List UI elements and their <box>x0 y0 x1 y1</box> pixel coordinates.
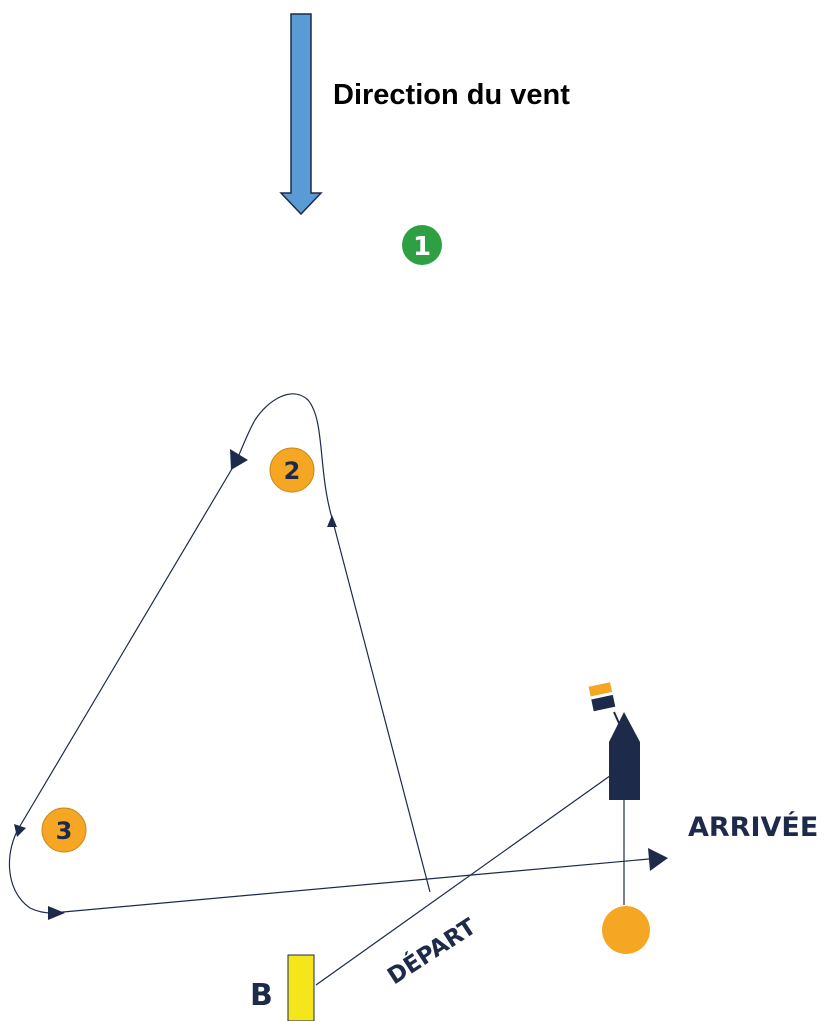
course-lines <box>8 393 661 986</box>
mark-3-rounding <box>8 825 53 914</box>
committee-flag <box>588 682 616 712</box>
mark-2-rounding <box>235 393 333 519</box>
arrowhead-leaving-mark2 <box>230 449 248 470</box>
mark-1: 1 <box>402 225 442 265</box>
start-pin-b <box>287 954 315 1021</box>
flag-orange-stripe <box>588 682 613 697</box>
arrowhead-to-finish <box>648 848 668 871</box>
finish-buoy-circle <box>602 906 650 954</box>
start-pin-label: B <box>250 978 273 1013</box>
mark-2: 2 <box>269 447 315 493</box>
arrowhead-to-mark3 <box>14 824 26 837</box>
leg-start-to-mark2 <box>331 517 431 893</box>
finish-buoy <box>602 906 650 954</box>
mark-3-circle <box>41 807 87 853</box>
course-arrowheads <box>14 449 668 920</box>
finish-label: ARRIVÉE <box>688 811 818 843</box>
wind-direction-label: Direction du vent <box>333 79 570 111</box>
committee-boat-hull <box>609 712 640 800</box>
mark-1-circle <box>402 225 442 265</box>
wind-arrow <box>279 13 323 216</box>
leg-mark3-to-finish <box>51 857 661 914</box>
mark-3-number: 3 <box>56 817 73 845</box>
start-label: DÉPART <box>382 912 481 990</box>
mark-3: 3 <box>41 807 87 853</box>
mark-1-number: 1 <box>413 232 431 262</box>
committee-boat <box>588 682 640 800</box>
arrowhead-leaving-mark3 <box>48 906 65 920</box>
flag-white-stripe <box>590 691 613 700</box>
arrowhead-to-mark2 <box>327 515 337 527</box>
committee-flag-pole <box>613 711 623 731</box>
mark-2-circle <box>269 447 315 493</box>
start-pin-mark <box>287 954 315 1021</box>
leg-mark2-to-mark3 <box>19 461 237 827</box>
flag-navy-stripe <box>591 694 616 712</box>
start-line <box>315 772 615 986</box>
mark-2-number: 2 <box>284 457 301 485</box>
wind-arrow-shape <box>279 13 323 216</box>
